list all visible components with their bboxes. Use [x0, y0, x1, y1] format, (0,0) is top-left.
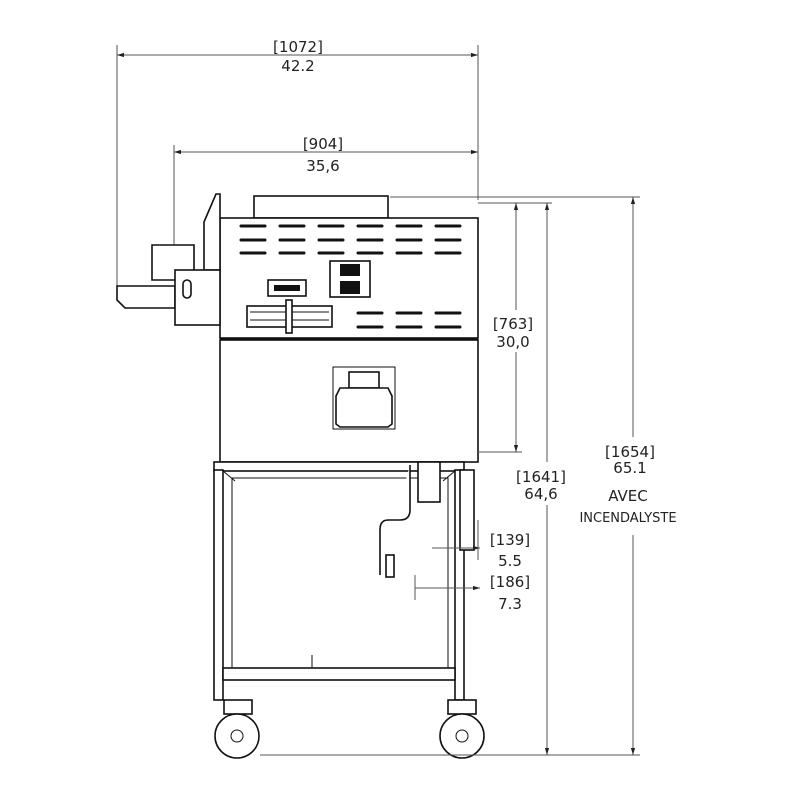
offset-a-in: 5.5 [498, 552, 522, 570]
dimension-total-height: [1641] 64,6 [516, 203, 566, 755]
oven-width-in: 35,6 [306, 157, 339, 175]
dimension-oven-height: [763] 30,0 [493, 203, 533, 452]
offset-b-mm: [186] [490, 573, 530, 591]
total-height-catalyst-in: 65.1 [613, 459, 646, 477]
vent-louvres [239, 224, 462, 329]
catalyst-note-line2: INCENDALYSTE [579, 511, 676, 526]
caster-right [439, 699, 485, 759]
caster-left [214, 699, 260, 759]
catalyst-note-line1: AVEC [608, 487, 648, 505]
dimension-total-height-with-catalyst: [1654] 65.1 AVEC INCENDALYSTE [579, 197, 677, 755]
window [332, 366, 396, 430]
catalyst-unit [335, 387, 393, 428]
offset-a-mm: [139] [490, 531, 530, 549]
oven-body [219, 195, 479, 463]
oven-height-in: 30,0 [496, 333, 529, 351]
dimension-offset-b: [186] 7.3 [414, 573, 530, 613]
gas-hose [379, 465, 411, 575]
conveyor-motor-assembly [116, 193, 221, 326]
oven-width-mm: [904] [303, 135, 343, 153]
dimension-offset-a: [139] 5.5 [432, 520, 530, 570]
dimension-overall-width: [1072] 42.2 [116, 38, 479, 290]
overall-width-in: 42.2 [281, 57, 314, 75]
dimension-oven-width: [904] 35,6 [173, 135, 478, 270]
offset-b-in: 7.3 [498, 595, 522, 613]
overall-width-mm: [1072] [273, 38, 323, 56]
cart-stand [213, 461, 475, 701]
total-height-mm: [1641] [516, 468, 566, 486]
total-height-catalyst-mm: [1654] [605, 443, 655, 461]
oven-height-mm: [763] [493, 315, 533, 333]
total-height-in: 64,6 [524, 485, 557, 503]
